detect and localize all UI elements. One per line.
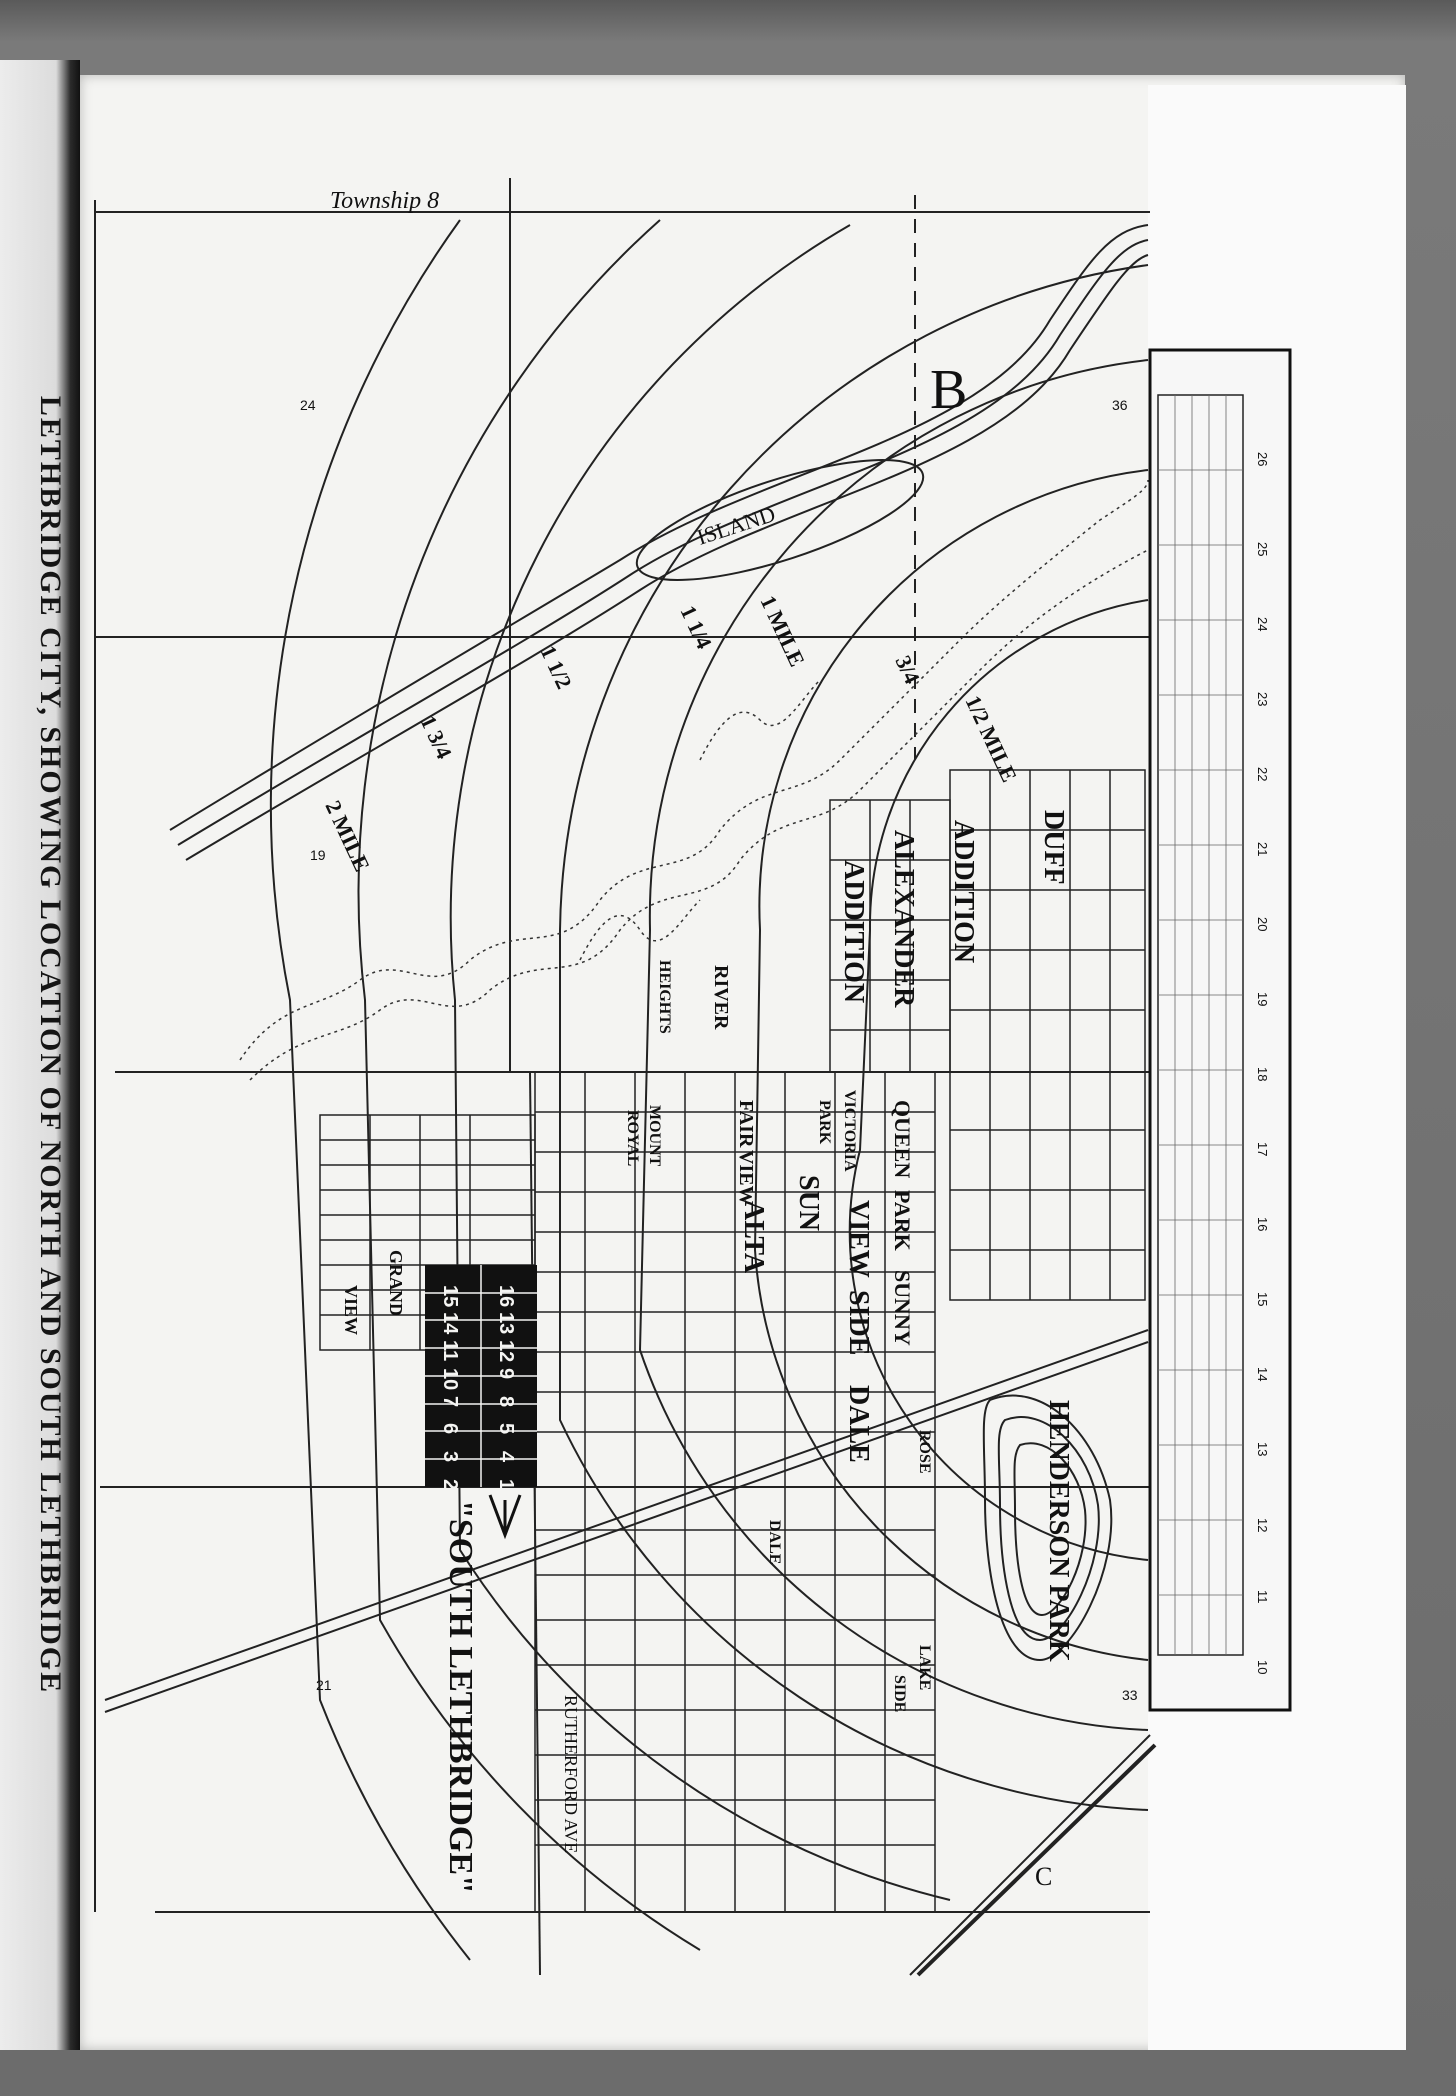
ring-label: 2 MILE (320, 797, 374, 876)
lot-number: 1 (495, 1479, 517, 1490)
township-label: Township 8 (330, 188, 439, 214)
lot-number: 14 (439, 1312, 461, 1335)
scale-number: 17 (1255, 1142, 1270, 1156)
section-number-labels: 24 19 36 21 33 (300, 397, 1138, 1703)
lot-number: 12 (495, 1340, 517, 1362)
section-number: 36 (1112, 397, 1128, 413)
scale-number: 19 (1255, 992, 1270, 1006)
scale-number: 18 (1255, 1067, 1270, 1081)
ring-label: 1 1/2 (535, 642, 577, 693)
lot-number: 2 (439, 1479, 461, 1490)
ring-label: 1 1/4 (675, 602, 717, 653)
lot-number: 13 (495, 1312, 517, 1334)
addition-label: ADDITION (838, 860, 869, 1003)
view-label: VIEW (341, 1285, 361, 1335)
section-number: 21 (316, 1677, 332, 1693)
scale-number: 10 (1255, 1660, 1270, 1674)
side-label: SIDE (891, 1675, 908, 1712)
scale-number: 22 (1255, 767, 1270, 781)
south-lethbridge-grid (425, 1265, 537, 1487)
lot-number: 15 (439, 1285, 461, 1307)
scale-number: 23 (1255, 692, 1270, 706)
dale-label: DALE (843, 1385, 874, 1463)
lot-number: 3 (439, 1451, 461, 1462)
rutherford-ave-label: RUTHERFORD AVE (561, 1695, 581, 1853)
addition-labels: ALEXANDER ADDITION DUFF ADDITION FAIR VI… (341, 810, 1069, 1712)
island-label: ISLAND (694, 501, 778, 550)
section-letter: B (930, 359, 967, 421)
south-lots: 16 13 12 9 8 5 4 1 15 14 11 10 7 6 3 2 (439, 1285, 517, 1490)
south-lethbridge-label: "SOUTH LETHBRIDGE" (442, 1500, 479, 1894)
scale-inset-frame (1148, 348, 1292, 1712)
scale-number: 20 (1255, 917, 1270, 931)
view-label: VIEW (843, 1200, 874, 1278)
lot-number: 11 (439, 1340, 461, 1361)
railway-lines (104, 1329, 1157, 1977)
scale-number: 26 (1255, 452, 1270, 466)
scale-grid (1157, 394, 1244, 1656)
fair-label: FAIR (735, 1100, 757, 1148)
sun-label: SUN (793, 1175, 824, 1231)
rose-label: ROSE (916, 1430, 933, 1474)
view-label: VIEW (735, 1150, 757, 1206)
lot-number: 10 (439, 1368, 461, 1390)
ring-label: 3/4 (890, 652, 925, 688)
lot-number: 4 (495, 1451, 517, 1463)
scale-grid-lines (1158, 395, 1243, 1655)
henderson-lake (982, 1394, 1113, 1662)
rail-label: C (1035, 1862, 1052, 1891)
scale-numbers: 10 11 12 13 14 15 16 17 18 19 20 21 22 2… (1255, 452, 1270, 1674)
park-label: PARK (816, 1100, 833, 1145)
distance-arcs (269, 219, 1149, 1961)
park-label: PARK (890, 1190, 915, 1251)
lake-label: LAKE (916, 1645, 933, 1690)
arrow-icon (488, 1494, 522, 1540)
scale-number: 16 (1255, 1217, 1270, 1231)
river (169, 224, 1149, 861)
lot-number: 16 (495, 1285, 517, 1307)
lot-number: 7 (439, 1396, 461, 1407)
section-number: 33 (1122, 1687, 1138, 1703)
island-outline (635, 459, 925, 581)
ring-label: 1 MILE (755, 592, 809, 671)
alta-label: ALTA (738, 1200, 769, 1274)
dale-label: DALE (766, 1520, 783, 1564)
royal-label: ROYAL (624, 1110, 641, 1166)
scale-number: 24 (1255, 617, 1270, 631)
scale-number: 14 (1255, 1367, 1270, 1381)
scale-number: 21 (1255, 842, 1270, 856)
lot-number: 5 (495, 1423, 517, 1434)
book-gutter (0, 60, 80, 2050)
addition-label: ADDITION (948, 820, 979, 963)
coulee-hatching (239, 479, 1149, 1081)
scale-number: 13 (1255, 1442, 1270, 1456)
lot-number: 8 (495, 1396, 517, 1407)
alexander-label: ALEXANDER (888, 830, 919, 1008)
heights-label: HEIGHTS (656, 960, 673, 1034)
lot-number: 9 (495, 1368, 517, 1379)
section-number: 19 (310, 847, 326, 863)
mount-label: MOUNT (646, 1105, 663, 1167)
henderson-park-label: HENDERSON PARK (1043, 1400, 1074, 1662)
river-label: RIVER (710, 965, 732, 1030)
grand-label: GRAND (386, 1250, 406, 1316)
sunny-label: SUNNY (890, 1270, 915, 1346)
scale-number: 25 (1255, 542, 1270, 556)
duff-label: DUFF (1038, 810, 1069, 885)
ring-label: 1/2 MILE (960, 692, 1022, 786)
section-lines (94, 178, 1150, 1976)
lot-grid (319, 769, 1146, 1913)
queen-label: QUEEN (890, 1100, 915, 1178)
ring-label: 1 3/4 (415, 712, 457, 763)
side-label: SIDE (843, 1290, 874, 1355)
scale-number: 12 (1255, 1518, 1270, 1532)
scale-number: 15 (1255, 1292, 1270, 1306)
section-number: 24 (300, 397, 316, 413)
scale-number: 11 (1255, 1590, 1270, 1604)
victoria-label: VICTORIA (841, 1090, 858, 1172)
lot-number: 6 (439, 1423, 461, 1434)
